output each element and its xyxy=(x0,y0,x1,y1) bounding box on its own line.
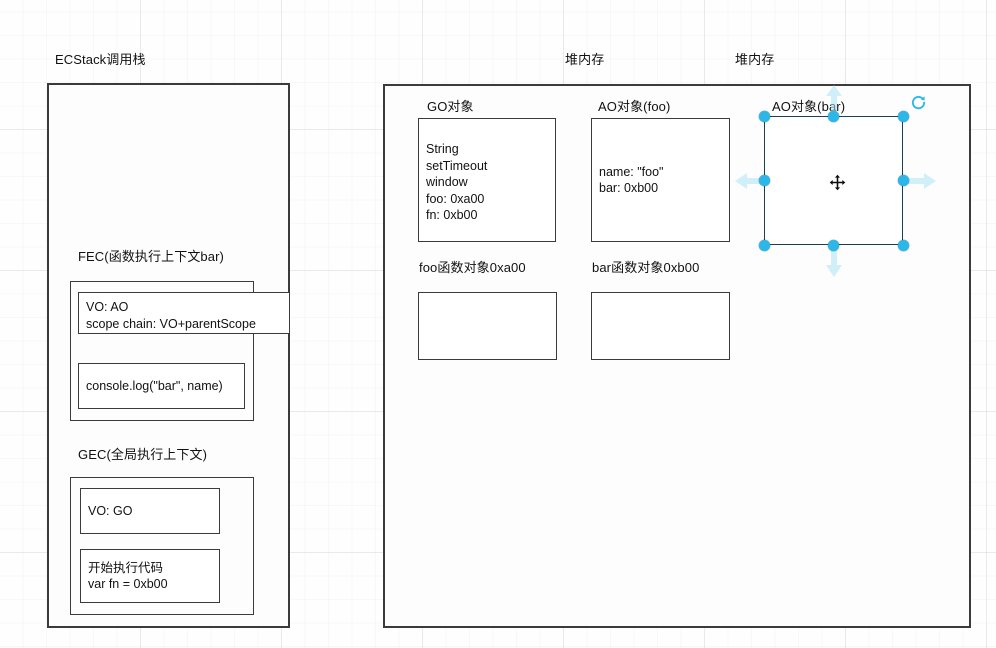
ao-foo-box[interactable]: name: "foo" bar: 0xb00 xyxy=(591,118,730,242)
resize-handle-s[interactable] xyxy=(828,239,839,251)
resize-arrow-right-icon[interactable] xyxy=(905,171,937,191)
gec-title: GEC(全局执行上下文) xyxy=(78,447,208,462)
go-object-title: GO对象 xyxy=(427,99,474,114)
gec-vo-box[interactable]: VO: GO xyxy=(80,488,220,534)
bar-function-object-title: bar函数对象0xb00 xyxy=(592,260,700,275)
foo-function-object-box[interactable] xyxy=(418,292,557,360)
ao-foo-title: AO对象(foo) xyxy=(598,99,671,114)
resize-arrow-up-icon[interactable] xyxy=(824,84,844,114)
resize-arrow-down-icon[interactable] xyxy=(824,246,844,278)
heap-heading-right: 堆内存 xyxy=(735,52,775,67)
rotate-icon[interactable] xyxy=(910,94,927,111)
foo-function-object-title: foo函数对象0xa00 xyxy=(419,260,526,275)
bar-function-object-box[interactable] xyxy=(591,292,730,360)
fec-code-box[interactable]: console.log("bar", name) xyxy=(78,363,245,409)
resize-handle-w[interactable] xyxy=(758,175,770,186)
ao-bar-title: AO对象(bar) xyxy=(772,99,846,114)
gec-code-box[interactable]: 开始执行代码 var fn = 0xb00 xyxy=(80,549,220,603)
heap-heading-left: 堆内存 xyxy=(565,52,605,67)
resize-arrow-left-icon[interactable] xyxy=(734,171,764,191)
resize-handle-nw[interactable] xyxy=(758,110,770,122)
go-object-box[interactable]: String setTimeout window foo: 0xa00 fn: … xyxy=(418,118,556,242)
resize-handle-se[interactable] xyxy=(897,239,909,251)
resize-handle-sw[interactable] xyxy=(758,239,770,251)
move-cursor-icon[interactable] xyxy=(829,174,846,191)
fec-vo-box[interactable]: VO: AO scope chain: VO+parentScope xyxy=(78,292,290,334)
resize-handle-n[interactable] xyxy=(828,110,839,122)
resize-handle-ne[interactable] xyxy=(897,110,909,122)
ecstack-panel-title: ECStack调用栈 xyxy=(55,52,146,67)
fec-title: FEC(函数执行上下文bar) xyxy=(78,249,224,264)
resize-handle-e[interactable] xyxy=(897,175,909,186)
